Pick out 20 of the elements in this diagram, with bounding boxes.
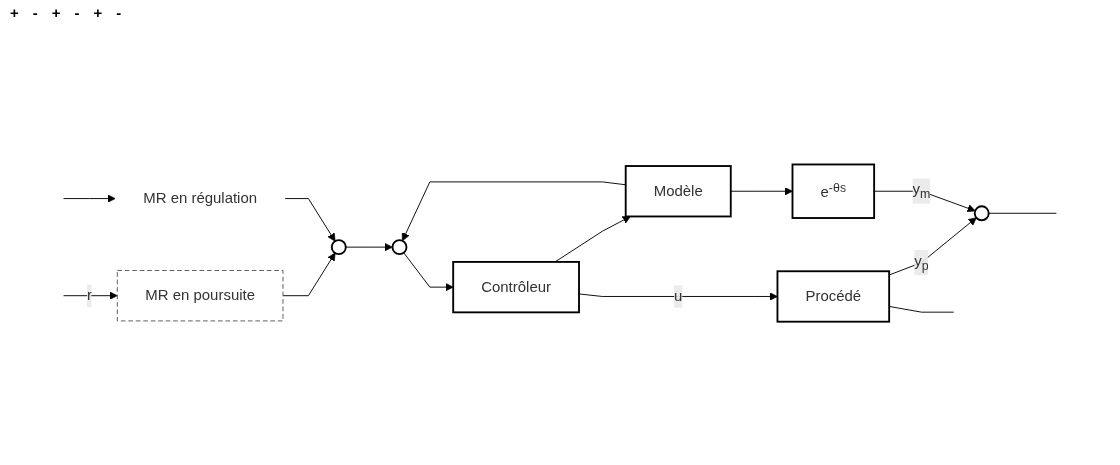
node-box: Contrôleur: [452, 260, 580, 313]
connector: [988, 212, 1057, 214]
sign-label: +: [10, 4, 19, 21]
node-box: Modèle: [624, 164, 732, 218]
sign-label: +: [51, 4, 61, 21]
edge-label: y$_{p}$: [914, 252, 929, 273]
node-box: Procédé: [776, 270, 891, 323]
edge-label: r: [86, 286, 92, 303]
edge-label: y$_{m}$: [912, 181, 931, 201]
sign-label: +: [93, 4, 103, 21]
sign-label: -: [74, 4, 80, 21]
sign-label: -: [116, 4, 122, 21]
node-circle: [391, 238, 408, 255]
node-box: e$^{-θs}$: [791, 163, 876, 219]
node-circle: [330, 238, 347, 255]
node-circle: [973, 205, 990, 221]
node-text: MR en régulation: [143, 189, 258, 206]
sign-label: -: [32, 4, 38, 21]
node-box: MR en poursuite: [116, 269, 284, 322]
edge-label: u: [674, 287, 683, 304]
